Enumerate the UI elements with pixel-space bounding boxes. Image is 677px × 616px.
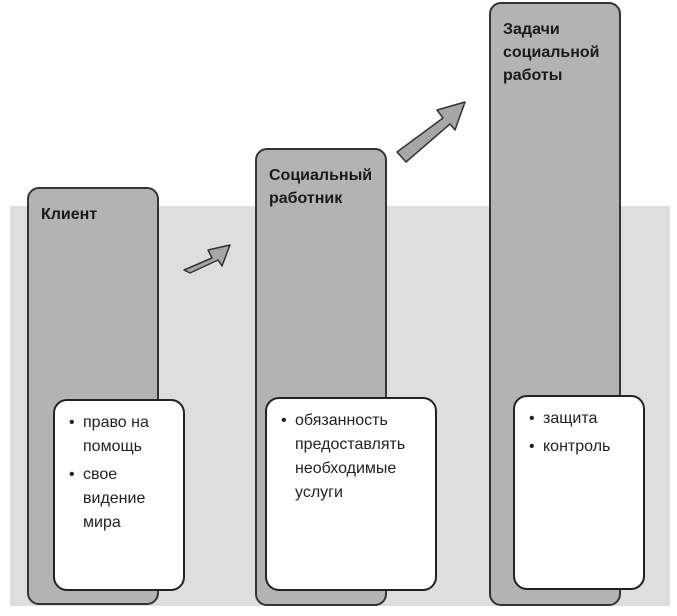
client-card: право на помощь свое видение мира bbox=[53, 399, 185, 591]
tasks-column-title: Задачи социальной работы bbox=[503, 21, 600, 84]
client-list: право на помощь свое видение мира bbox=[69, 411, 173, 535]
list-item: обязанность предоставлять необходимые ус… bbox=[281, 409, 425, 505]
social-worker-list: обязанность предоставлять необходимые ус… bbox=[281, 409, 425, 505]
arrow-right-up-icon bbox=[396, 101, 466, 163]
tasks-card: защита контроль bbox=[513, 395, 645, 590]
list-item: контроль bbox=[529, 435, 633, 459]
client-column-title: Клиент bbox=[41, 206, 98, 223]
social-worker-card: обязанность предоставлять необходимые ус… bbox=[265, 397, 437, 591]
list-item: свое видение мира bbox=[69, 463, 173, 535]
social-worker-column-title: Социальный работник bbox=[269, 167, 373, 207]
arrow-right-up-icon bbox=[183, 244, 231, 274]
list-item: защита bbox=[529, 407, 633, 431]
list-item: право на помощь bbox=[69, 411, 173, 459]
tasks-list: защита контроль bbox=[529, 407, 633, 459]
